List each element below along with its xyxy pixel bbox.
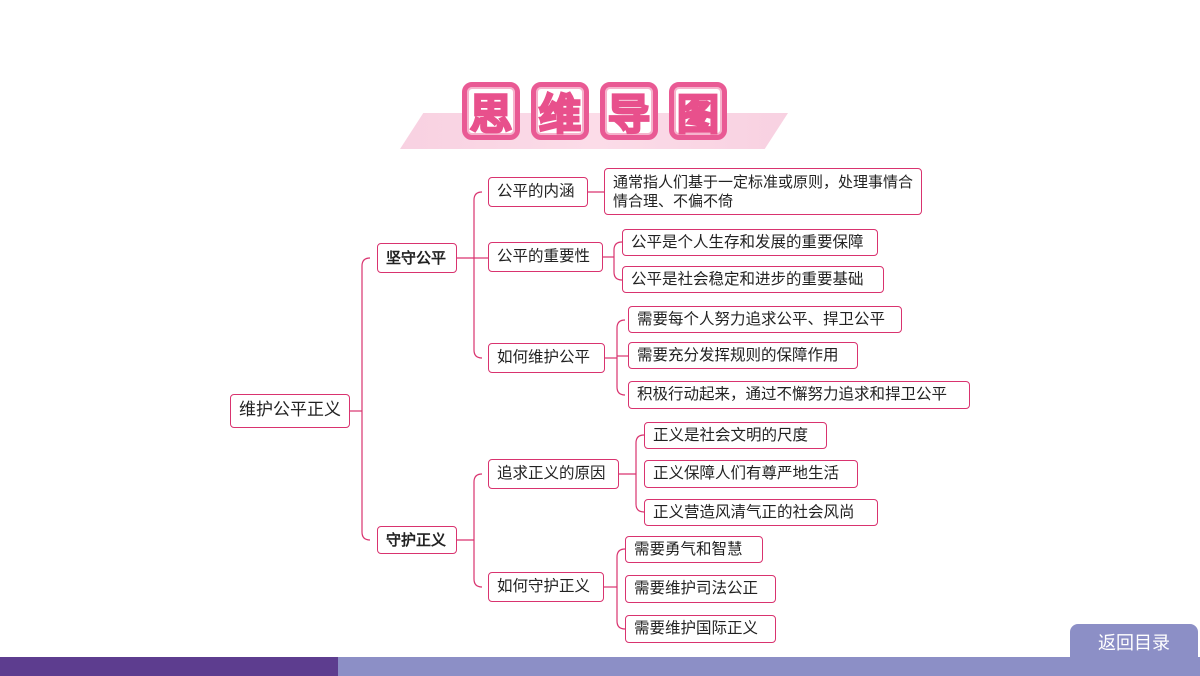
topic-justice-how: 如何守护正义 bbox=[488, 572, 604, 602]
detail-fairness-meaning: 通常指人们基于一定标准或原则，处理事情合情合理、不偏不倚 bbox=[604, 168, 922, 215]
footer-bar-dark bbox=[0, 657, 338, 676]
topic-fairness-meaning: 公平的内涵 bbox=[488, 177, 588, 207]
branch-fairness: 坚守公平 bbox=[377, 243, 457, 273]
detail-justice-reason-2: 正义保障人们有尊严地生活 bbox=[644, 460, 858, 488]
title-char-2: 维 bbox=[531, 82, 589, 140]
detail-fairness-how-2: 需要充分发挥规则的保障作用 bbox=[628, 342, 858, 369]
footer-bar-light bbox=[338, 657, 1200, 676]
detail-fairness-importance-2: 公平是社会稳定和进步的重要基础 bbox=[622, 266, 884, 293]
detail-justice-how-2: 需要维护司法公正 bbox=[625, 575, 776, 603]
title-char-1: 思 bbox=[462, 82, 520, 140]
title-char-4: 图 bbox=[669, 82, 727, 140]
detail-fairness-how-3: 积极行动起来，通过不懈努力追求和捍卫公平 bbox=[628, 381, 970, 409]
detail-justice-reason-1: 正义是社会文明的尺度 bbox=[644, 422, 827, 449]
detail-justice-how-1: 需要勇气和智慧 bbox=[625, 536, 763, 563]
title-char-3: 导 bbox=[600, 82, 658, 140]
topic-justice-reason: 追求正义的原因 bbox=[488, 459, 619, 489]
detail-justice-how-3: 需要维护国际正义 bbox=[625, 615, 776, 643]
topic-fairness-importance: 公平的重要性 bbox=[488, 242, 603, 272]
branch-justice: 守护正义 bbox=[377, 526, 457, 554]
detail-fairness-importance-1: 公平是个人生存和发展的重要保障 bbox=[622, 229, 878, 256]
topic-fairness-how: 如何维护公平 bbox=[488, 343, 605, 373]
detail-justice-reason-3: 正义营造风清气正的社会风尚 bbox=[644, 499, 878, 526]
detail-fairness-how-1: 需要每个人努力追求公平、捍卫公平 bbox=[628, 306, 902, 333]
back-to-contents-button[interactable]: 返回目录 bbox=[1070, 624, 1198, 660]
root-node: 维护公平正义 bbox=[230, 394, 350, 428]
